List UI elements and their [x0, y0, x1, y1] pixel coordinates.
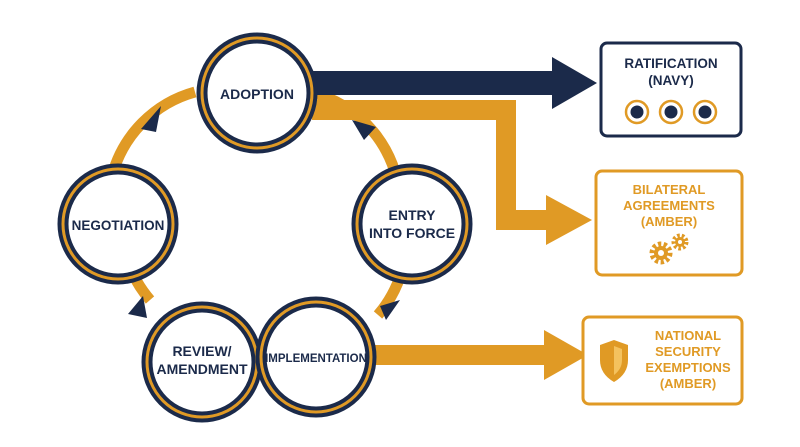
arrowhead-to-implementation: [380, 300, 400, 320]
navy-arrowhead: [552, 57, 597, 109]
amber-connector-path: [312, 100, 550, 230]
outcome-national-security: NATIONAL SECURITY EXEMPTIONS (AMBER): [581, 315, 744, 406]
gear-hole: [658, 250, 664, 256]
outcome-label-line: (NAVY): [648, 73, 694, 88]
outcome-label-line: EXEMPTIONS: [645, 360, 731, 375]
connector-ratification: [310, 57, 597, 109]
stage-label-review: REVIEW/: [172, 343, 231, 359]
stage-entry-into-force: ENTRY INTO FORCE: [351, 163, 473, 285]
outcome-bilateral: BILATERAL AGREEMENTS (AMBER): [594, 169, 744, 277]
outcome-label-line: RATIFICATION: [624, 56, 717, 71]
stage-adoption: ADOPTION: [196, 32, 318, 154]
arc-negotiation-to-adoption: [106, 86, 197, 178]
connector-bilateral: [312, 100, 592, 245]
stage-circle-rim: [61, 167, 175, 281]
gear-small-icon: [671, 233, 689, 251]
shield-highlight: [614, 346, 622, 375]
amber-arrowhead-bilateral: [546, 195, 592, 245]
connector-national-security: [372, 330, 588, 380]
outcome-box: [594, 169, 744, 277]
outcome-label-line: (AMBER): [660, 376, 716, 391]
outcome-label-line: SECURITY: [655, 344, 721, 359]
stage-circle-rim: [259, 300, 373, 414]
gear-teeth: [671, 233, 689, 251]
outcome-label-line: AGREEMENTS: [623, 198, 715, 213]
gear-teeth: [649, 241, 673, 265]
dot: [630, 105, 644, 119]
stage-label-entry: ENTRY: [389, 207, 437, 223]
stage-label-negotiation: NEGOTIATION: [72, 218, 165, 233]
stage-label-implementation: IMPLEMENTATION: [265, 353, 367, 365]
outcome-label-line: NATIONAL: [655, 328, 721, 343]
stage-label-amendment: AMENDMENT: [157, 361, 248, 377]
outcome-box: [581, 315, 744, 406]
stage-negotiation: NEGOTIATION: [57, 163, 179, 285]
dot: [698, 105, 712, 119]
gear-hole: [678, 240, 682, 244]
gear-large-icon: [649, 241, 673, 265]
shield-icon: [600, 340, 628, 382]
stage-implementation: IMPLEMENTATION: [255, 296, 377, 418]
amber-connector-bar: [372, 345, 548, 365]
gears-icon: [649, 233, 689, 265]
amber-arrowhead-security: [544, 330, 588, 380]
dot: [664, 105, 678, 119]
cycle-arrowheads: [128, 106, 400, 320]
arrowhead-to-entry: [352, 120, 376, 140]
outcome-label-line: BILATERAL: [633, 182, 706, 197]
stage-review-amendment: REVIEW/ AMENDMENT: [141, 301, 263, 423]
arrowhead-to-adoption: [141, 106, 161, 132]
arrowhead-to-review: [128, 296, 147, 318]
navy-connector-bar: [310, 71, 554, 95]
three-dots-icon: [624, 99, 718, 125]
stage-label-adoption: ADOPTION: [220, 86, 294, 102]
outcome-label-line: (AMBER): [641, 214, 697, 229]
stage-circle-rim: [355, 167, 469, 281]
outcome-ratification: RATIFICATION (NAVY): [599, 41, 743, 138]
stage-circle-rim: [200, 36, 314, 150]
stage-label-into-force: INTO FORCE: [369, 225, 455, 241]
